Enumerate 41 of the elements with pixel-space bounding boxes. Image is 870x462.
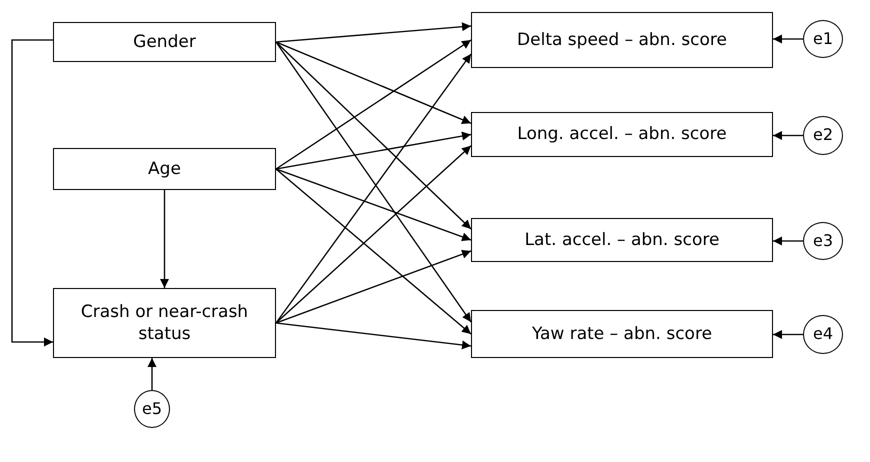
node-label: Gender [133, 30, 196, 54]
arrow [276, 39, 472, 170]
arrow [773, 131, 803, 140]
variable-box [471, 310, 773, 358]
arrow [276, 168, 472, 242]
arrow [276, 145, 472, 324]
variable-box [53, 148, 276, 190]
variable-box [471, 12, 773, 68]
arrow [773, 34, 803, 44]
error-term-circle [803, 20, 843, 58]
error-term-circle [803, 315, 843, 354]
arrow [276, 322, 472, 350]
node-label: Delta speed – abn. score [517, 28, 727, 52]
arrow [11, 39, 53, 346]
variable-box [53, 288, 276, 358]
node-label: Age [148, 158, 181, 180]
node-label: e5 [142, 398, 162, 420]
node-label: Crash or near-crash status [80, 300, 250, 346]
node-label: e4 [812, 324, 834, 345]
arrow [276, 132, 472, 170]
node-label: e3 [812, 230, 834, 252]
variable-box [53, 22, 276, 62]
arrow [276, 42, 472, 230]
arrow [276, 250, 472, 324]
arrow [276, 22, 472, 43]
arrow [276, 41, 472, 124]
arrow [773, 330, 803, 339]
node-label: Lat. accel. – abn. score [524, 228, 720, 252]
arrow [773, 236, 803, 246]
error-term-circle [134, 390, 170, 428]
node-label: e2 [812, 125, 834, 146]
node-label: Yaw rate – abn. score [532, 322, 712, 346]
arrow [148, 358, 156, 390]
variable-box [471, 112, 773, 157]
node-label: Long. accel. – abn. score [517, 123, 727, 146]
error-term-circle [803, 222, 843, 260]
variable-box [471, 218, 773, 262]
arrow [160, 190, 169, 288]
arrow [276, 168, 472, 334]
error-term-circle [803, 116, 843, 155]
node-label: e1 [812, 28, 834, 50]
